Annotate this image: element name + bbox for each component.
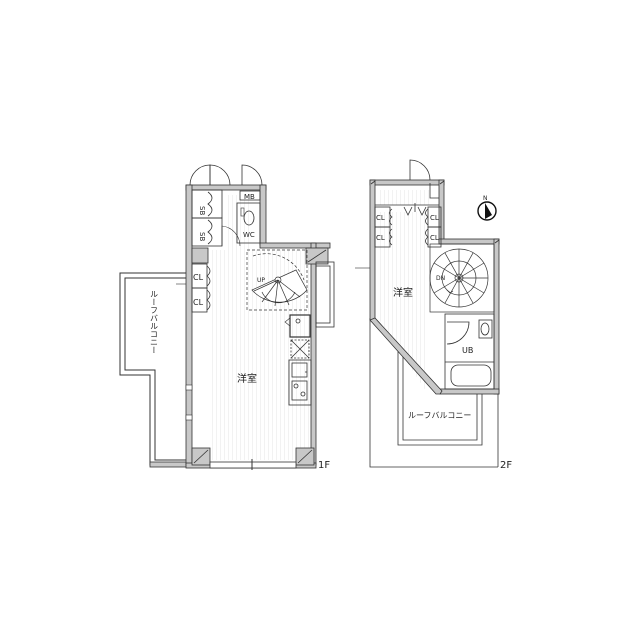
floor-label-1f: 1F [318,460,330,471]
cl-label-2f-4: CL [430,234,439,242]
sb-label-1: SB [198,206,206,215]
cl-label-1f-2: CL [193,298,204,307]
unit-bath [444,313,495,390]
balcony-label-1f: ルーフバルコニー [150,290,159,354]
entrance-door-2f[interactable] [409,159,431,181]
balcony-label-2f: ルーフバルコニー [408,411,471,420]
compass-label: N [483,195,488,202]
compass-icon: N [477,195,497,221]
floor-1: SB SB MB WC CL CL [119,164,335,471]
floor-label-2f: 2F [500,460,512,471]
cl-label-2f-3: CL [430,214,439,222]
roof-balcony-1f [119,272,191,468]
mb-label: MB [244,193,255,201]
stair-dn-label: DN [436,275,445,282]
sb-label-2: SB [198,232,206,241]
cl-label-1f-1: CL [193,273,204,282]
cl-label-2f-2: CL [376,234,385,242]
spiral-stair-1f [246,249,308,311]
entrance-doors-1f[interactable] [189,164,263,186]
spiral-stair-2f [429,243,495,313]
wc-label: WC [243,231,255,239]
roof-balcony-2f [369,318,499,468]
walls-2f [369,179,500,395]
room-label-2f: 洋室 [393,286,413,299]
storage-sb [191,189,223,247]
ub-label: UB [462,346,473,355]
room-label-1f: 洋室 [237,372,257,385]
stair-up-label: UP [257,277,265,284]
floor-2: CL CL CL CL DN [355,159,512,471]
toilet-icon [243,210,255,226]
cl-label-2f-1: CL [376,214,385,222]
